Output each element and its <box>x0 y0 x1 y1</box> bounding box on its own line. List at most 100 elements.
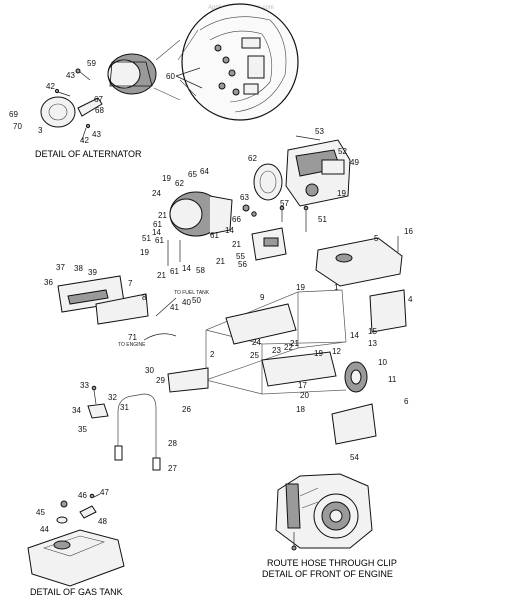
part-label-58: 58 <box>196 266 205 275</box>
hose-label-to-fuel-tank: TO FUEL TANK <box>174 290 210 296</box>
part-label-61-mid: 61 <box>155 236 164 245</box>
rubber-foot <box>167 367 209 393</box>
part-label-17: 17 <box>298 381 307 390</box>
part-label-41: 41 <box>170 303 179 312</box>
part-label-37: 37 <box>56 263 65 272</box>
part-label-69: 69 <box>9 110 18 119</box>
part-label-27: 27 <box>168 464 177 473</box>
part-label-61-bot: 61 <box>170 267 179 276</box>
caption-route-hose-through-clip: ROUTE HOSE THROUGH CLIP <box>267 558 397 568</box>
part-label-44: 44 <box>40 525 49 534</box>
part-label-30: 30 <box>145 366 154 375</box>
part-label-21-left: 21 <box>158 211 167 220</box>
part-label-2: 2 <box>210 350 215 359</box>
part-label-56: 56 <box>238 260 247 269</box>
part-label-25: 25 <box>250 351 259 360</box>
part-label-28: 28 <box>168 439 177 448</box>
part-label-8: 8 <box>142 293 147 302</box>
handle-tube <box>117 393 157 462</box>
engine-cradle <box>261 351 337 387</box>
part-label-19-top: 19 <box>162 174 171 183</box>
part-label-3: 3 <box>38 126 43 135</box>
part-label-33: 33 <box>80 381 89 390</box>
part-label-14-frame: 14 <box>350 331 359 340</box>
part-label-21-frame: 21 <box>290 339 299 348</box>
front-engine-detail: ROUTE HOSE THROUGH CLIP DETAIL OF FRONT … <box>262 473 397 579</box>
part-label-71: 71 <box>128 333 137 342</box>
part-label-70: 70 <box>13 122 22 131</box>
part-label-14-left: 14 <box>152 228 161 237</box>
part-label-11: 11 <box>388 375 397 384</box>
gas-tank <box>315 237 403 287</box>
part-label-49: 49 <box>350 158 359 167</box>
caption-detail-of-gas-tank: DETAIL OF GAS TANK <box>30 587 123 597</box>
part-label-9: 9 <box>260 293 265 302</box>
part-label-12: 12 <box>332 347 341 356</box>
blower-housing <box>253 163 283 201</box>
part-label-29: 29 <box>156 376 165 385</box>
caption-detail-of-alternator: DETAIL OF ALTERNATOR <box>35 149 142 159</box>
part-label-51-left: 51 <box>142 234 151 243</box>
gas-tank-detail: 45 44 46 47 48 DETAIL OF GAS TANK <box>27 488 125 597</box>
part-label-40: 40 <box>182 298 191 307</box>
hose-label-to-engine: TO ENGINE <box>118 342 146 348</box>
part-label-65: 65 <box>188 170 197 179</box>
part-label-43: 43 <box>66 71 75 80</box>
part-label-19-engine: 19 <box>337 189 346 198</box>
part-label-61-right: 61 <box>210 231 219 240</box>
part-label-21-right: 21 <box>232 240 241 249</box>
part-label-43b: 43 <box>92 130 101 139</box>
part-label-24-top: 24 <box>152 189 161 198</box>
part-label-24-frame: 24 <box>252 338 261 347</box>
part-label-19-cradle: 19 <box>314 349 323 358</box>
part-label-42: 42 <box>46 82 55 91</box>
part-label-38: 38 <box>74 264 83 273</box>
part-label-60: 60 <box>166 72 175 81</box>
part-label-14-mid: 14 <box>225 226 234 235</box>
part-label-6: 6 <box>404 397 409 406</box>
part-label-19-frame: 19 <box>296 283 305 292</box>
part-label-48: 48 <box>98 517 107 526</box>
part-label-36: 36 <box>44 278 53 287</box>
part-label-66: 66 <box>232 215 241 224</box>
part-label-62-top: 62 <box>248 154 257 163</box>
part-label-62-left: 62 <box>175 179 184 188</box>
part-label-22: 22 <box>284 343 293 352</box>
part-label-50: 50 <box>192 296 201 305</box>
part-label-26: 26 <box>182 405 191 414</box>
part-label-64: 64 <box>200 167 209 176</box>
part-label-34: 34 <box>72 406 81 415</box>
part-label-23: 23 <box>272 346 281 355</box>
part-label-39: 39 <box>88 268 97 277</box>
part-label-59: 59 <box>87 59 96 68</box>
part-label-4: 4 <box>408 295 413 304</box>
part-label-31: 31 <box>120 403 129 412</box>
magnified-detail-circle <box>181 3 299 121</box>
part-label-21-mid: 21 <box>216 257 225 266</box>
right-panel-4 <box>369 289 407 333</box>
part-label-45: 45 <box>36 508 45 517</box>
part-label-68: 68 <box>95 106 104 115</box>
part-label-53: 53 <box>315 127 324 136</box>
part-label-42b: 42 <box>80 136 89 145</box>
part-label-47: 47 <box>100 488 109 497</box>
part-label-18: 18 <box>296 405 305 414</box>
part-label-63: 63 <box>240 193 249 202</box>
gas-tank-detail-body <box>27 529 125 587</box>
part-label-51-right: 51 <box>318 215 327 224</box>
handle-assembly: 32 33 34 35 31 30 29 28 27 <box>72 366 177 473</box>
gas-tank-assembly: 5 16 <box>315 227 413 287</box>
part-label-5: 5 <box>374 234 379 243</box>
right-panel-6 <box>331 403 377 445</box>
part-label-13: 13 <box>368 339 377 348</box>
part-label-14-bot: 14 <box>182 264 191 273</box>
frame-top-plate <box>225 303 297 345</box>
part-label-55: 55 <box>236 252 245 261</box>
part-label-67: 67 <box>94 95 103 104</box>
engine-assembly: 53 52 49 19 62 65 64 19 62 24 21 61 14 5… <box>140 127 359 280</box>
part-label-35: 35 <box>78 425 87 434</box>
alternator-detail: 43 59 42 67 68 69 70 3 43 42 60 DETAIL O… <box>9 3 299 159</box>
caption-detail-of-front-of-engine: DETAIL OF FRONT OF ENGINE <box>262 569 393 579</box>
part-label-1: 1 <box>334 283 339 292</box>
